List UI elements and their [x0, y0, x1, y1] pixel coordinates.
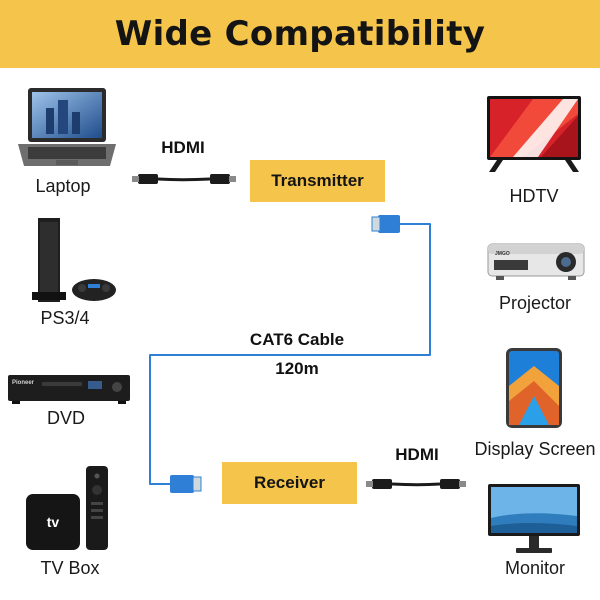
dvd-brand-text: Pioneer	[12, 380, 35, 386]
hdmi-label-bottom: HDMI	[395, 445, 439, 464]
hdtv-icon	[487, 96, 581, 172]
display-label-hdtv: HDTV	[509, 186, 559, 206]
rj45-connector-top	[371, 215, 400, 233]
tv-box-logo: tv	[46, 514, 60, 530]
source-label-tvbox: TV Box	[40, 558, 100, 578]
title-banner: Wide Compatibility	[0, 0, 600, 68]
monitor-icon	[488, 484, 580, 553]
cable-distance-label: 120m	[275, 359, 319, 378]
hdmi-cable-bottom	[366, 479, 466, 489]
display-label-monitor: Monitor	[504, 558, 566, 578]
dvd-player-icon: Pioneer	[8, 375, 130, 404]
hdmi-cable-top	[132, 174, 236, 184]
remote-icon	[86, 466, 108, 550]
source-label-laptop: Laptop	[35, 176, 91, 196]
game-console-icon	[32, 218, 116, 302]
display-label-projector: Projector	[498, 293, 572, 313]
laptop-icon	[18, 88, 116, 166]
tv-box-icon: tv	[26, 494, 80, 550]
source-label-dvd: DVD	[46, 408, 86, 428]
receiver-box: Receiver	[222, 462, 357, 504]
projector-icon	[487, 243, 585, 280]
projector-brand-text: JMGO	[495, 251, 510, 257]
tablet-icon	[506, 348, 562, 428]
rj45-connector-bottom	[170, 475, 202, 493]
transmitter-box: Transmitter	[250, 160, 385, 202]
source-label-ps: PS3/4	[40, 308, 90, 328]
ethernet-cable-line	[149, 223, 431, 485]
cat6-cable-label: CAT6 Cable	[249, 330, 345, 349]
hdmi-label-top: HDMI	[161, 138, 205, 157]
page-title: Wide Compatibility	[114, 14, 486, 54]
display-label-screen: Display Screen	[474, 439, 596, 459]
